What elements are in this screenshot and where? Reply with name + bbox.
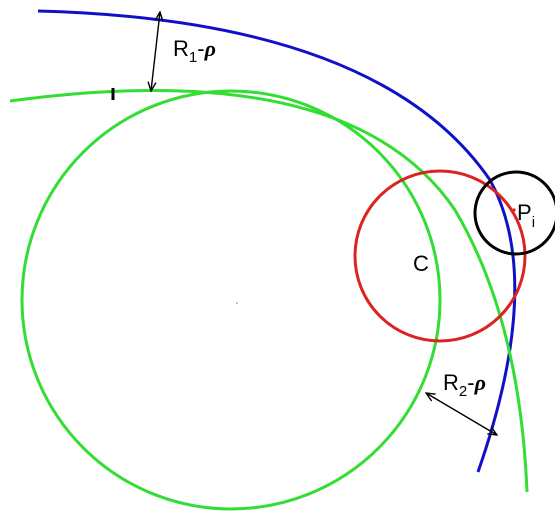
inner-green-circle xyxy=(20,89,442,511)
r2-distance-arrow xyxy=(426,393,497,435)
red-circle-c xyxy=(353,169,527,343)
point-p-dot xyxy=(512,208,516,212)
outer-boundary-arc xyxy=(37,9,517,473)
offset-arc-r1 xyxy=(9,88,529,493)
label-r1-rho: R1-ρ xyxy=(173,36,216,66)
black-circle-p xyxy=(473,170,555,256)
label-p-i: Pi xyxy=(517,200,535,231)
center-dot xyxy=(236,302,238,304)
label-r2-rho: R2-ρ xyxy=(443,370,486,400)
label-c: C xyxy=(413,251,429,276)
r1-distance-arrow xyxy=(151,12,160,91)
